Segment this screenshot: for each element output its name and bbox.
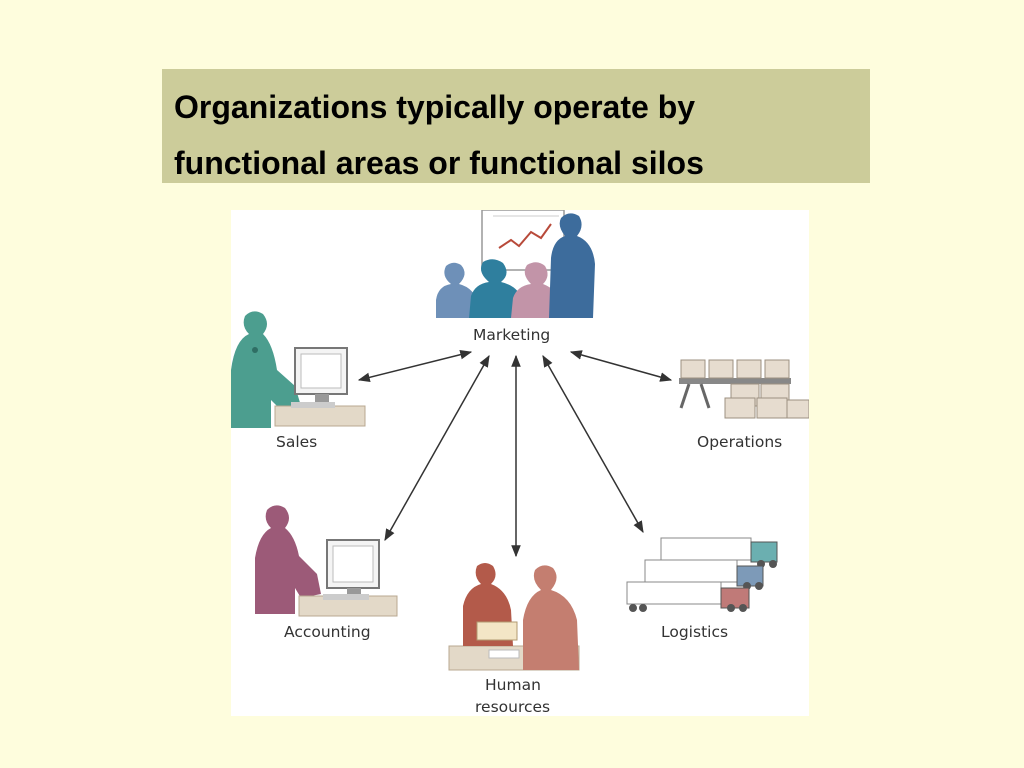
arrow-marketing-logistics <box>542 354 644 534</box>
diagram-canvas: Marketing Sales <box>231 210 809 716</box>
sales-label: Sales <box>276 433 317 451</box>
sales-illustration <box>231 311 366 428</box>
sales-keyboard <box>291 402 335 408</box>
sales-person <box>231 311 301 428</box>
logistics-label: Logistics <box>661 623 728 641</box>
person-3 <box>511 262 561 318</box>
slide-title-box: Organizations typically operate by funct… <box>162 69 870 183</box>
headset-icon <box>252 347 258 353</box>
slide-title-line-1: Organizations typically operate by <box>174 89 696 125</box>
package-boxes <box>680 359 809 419</box>
hr-label-line-2: resources <box>475 698 550 716</box>
person-1 <box>436 262 479 318</box>
audience-people <box>436 213 595 318</box>
presenter <box>549 213 595 318</box>
conveyor-belt <box>679 378 791 384</box>
sales-desk <box>274 405 366 427</box>
marketing-illustration <box>436 210 595 318</box>
arrow-marketing-sales <box>357 349 473 383</box>
operations-illustration <box>679 359 809 419</box>
marketing-label: Marketing <box>473 326 550 344</box>
truck-front <box>626 581 750 612</box>
chart-trend-line <box>498 223 552 249</box>
hr-person-2 <box>523 565 579 670</box>
arrow-marketing-accounting <box>384 354 490 542</box>
person-2 <box>469 259 523 318</box>
slide-title-line-2: functional areas or functional silos <box>174 145 704 181</box>
accounting-keyboard <box>323 594 369 600</box>
hr-illustration <box>448 563 580 671</box>
functional-silos-diagram: Marketing Sales <box>231 210 809 716</box>
accounting-illustration <box>255 505 398 617</box>
logistics-illustration <box>626 537 778 612</box>
hr-label-line-1: Human <box>485 676 541 694</box>
hr-document <box>476 621 518 641</box>
connection-arrows <box>357 349 673 558</box>
accounting-person <box>255 505 321 614</box>
truck-middle <box>644 559 764 590</box>
accounting-label: Accounting <box>284 623 371 641</box>
arrow-marketing-operations <box>569 350 673 382</box>
operations-label: Operations <box>697 433 782 451</box>
